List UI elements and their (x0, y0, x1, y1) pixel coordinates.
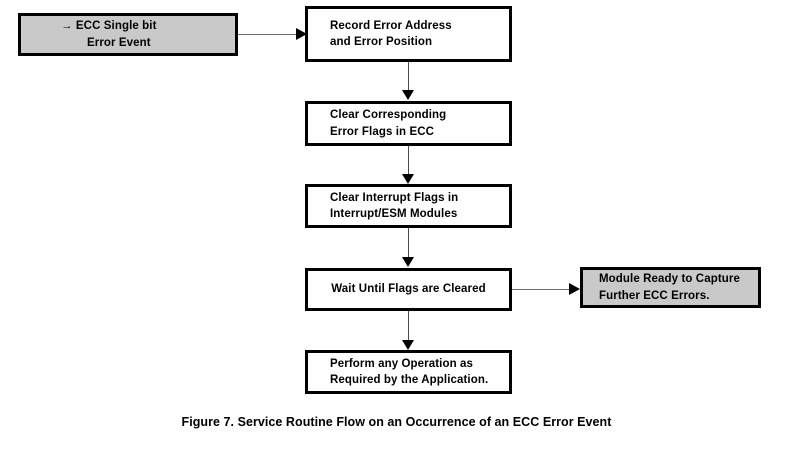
node-module-ready-note[interactable]: Module Ready to Capture Further ECC Erro… (580, 267, 761, 308)
connector-wait-to-perform-operation (408, 311, 409, 343)
arrowhead-down-icon (402, 174, 414, 184)
node-clear-interrupt-flags[interactable]: Clear Interrupt Flags in Interrupt/ESM M… (305, 184, 512, 228)
arrowhead-right-icon (296, 28, 307, 40)
arrowhead-down-icon (402, 257, 414, 267)
connector-event-to-record (238, 34, 300, 35)
node-label: Clear Corresponding Error Flags in ECC (330, 109, 447, 138)
node-label: Wait Until Flags are Cleared (331, 283, 486, 296)
node-label: Record Error Address and Error Position (330, 19, 452, 48)
node-clear-error-flags-ecc[interactable]: Clear Corresponding Error Flags in ECC (305, 101, 512, 146)
node-ecc-single-bit-error-event[interactable]: → ECC Single bit Error Event (18, 13, 238, 56)
node-wait-until-flags-cleared[interactable]: Wait Until Flags are Cleared (305, 268, 512, 311)
node-label: Clear Interrupt Flags in Interrupt/ESM M… (330, 191, 459, 220)
arrowhead-right-icon (569, 283, 580, 295)
node-perform-operation[interactable]: Perform any Operation as Required by the… (305, 350, 512, 394)
node-label: → ECC Single bit Error Event (61, 20, 157, 49)
node-label: Perform any Operation as Required by the… (330, 357, 489, 386)
connector-clear-ecc-to-clear-interrupt (408, 146, 409, 178)
node-label: Module Ready to Capture Further ECC Erro… (599, 273, 740, 302)
connector-clear-interrupt-to-wait (408, 228, 409, 261)
connector-record-to-clear-ecc (408, 62, 409, 94)
arrowhead-down-icon (402, 340, 414, 350)
node-record-error-address[interactable]: Record Error Address and Error Position (305, 6, 512, 62)
connector-wait-to-module-ready (512, 289, 574, 290)
figure-caption: Figure 7. Service Routine Flow on an Occ… (181, 415, 612, 429)
arrowhead-down-icon (402, 90, 414, 100)
